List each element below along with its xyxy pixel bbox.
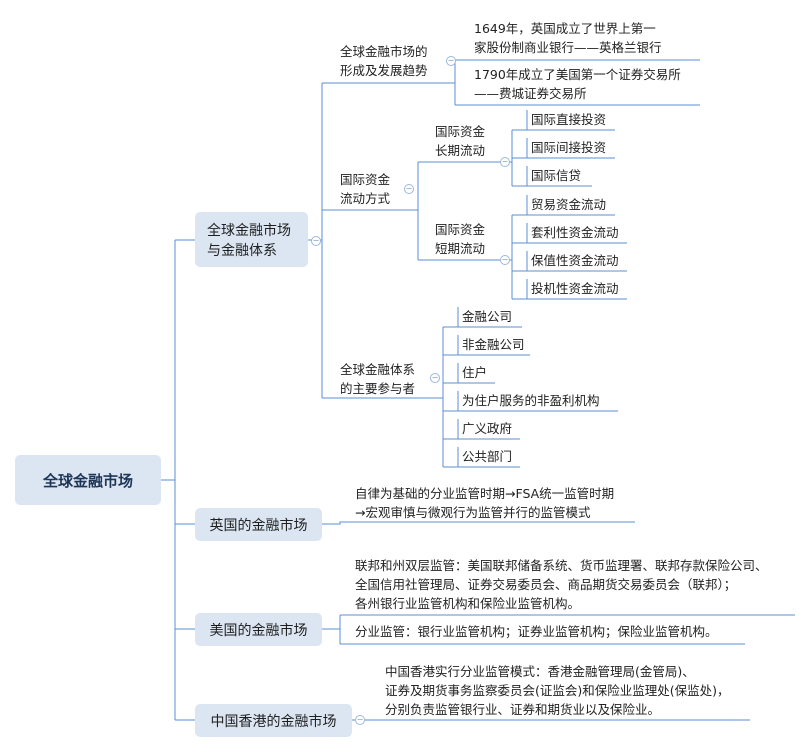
topic-line: →宏观审慎与微观行为监管并行的监管模式 <box>355 505 591 520</box>
topic-capital-flow[interactable]: 国际资金流动方式 <box>340 170 390 208</box>
topic-line: 证券及期货事务监察委员会(证监会)和保险业监理处(保监处)， <box>385 683 730 698</box>
collapse-icon[interactable]: − <box>430 373 440 383</box>
node-label: 中国香港的金融市场 <box>210 713 337 730</box>
root-node[interactable]: 全球金融市场 <box>15 455 161 505</box>
topic-us-dual[interactable]: 联邦和州双层监管：美国联邦储备系统、货币监理署、联邦存款保险公司、全国信用社管理… <box>355 556 768 613</box>
topic-line: 1790年成立了美国第一个证券交易所 <box>474 67 681 82</box>
collapse-icon[interactable]: − <box>500 157 510 167</box>
node-label: 与金融体系 <box>207 242 277 259</box>
leaf-item[interactable]: 国际间接投资 <box>531 140 607 155</box>
collapse-icon[interactable]: − <box>355 715 365 725</box>
topic-line: ——费城证券交易所 <box>474 86 587 101</box>
node-label: 英国的金融市场 <box>209 517 308 534</box>
collapse-icon[interactable]: − <box>446 56 456 66</box>
leaf-item[interactable]: 住户 <box>462 365 488 380</box>
topic-line: 形成及发展趋势 <box>340 63 428 78</box>
leaf-item[interactable]: 国际直接投资 <box>531 112 607 127</box>
topic-line: 长期流动 <box>435 143 486 158</box>
leaf-item[interactable]: 贸易资金流动 <box>531 197 607 212</box>
leaf-item[interactable]: 国际信贷 <box>531 168 582 183</box>
topic-line: 全球金融市场的 <box>340 44 428 59</box>
topic-line: 自律为基础的分业监管时期→FSA统一监管时期 <box>355 486 615 501</box>
leaf-item[interactable]: 投机性资金流动 <box>531 281 619 296</box>
leaf-item[interactable]: 为住户服务的非盈利机构 <box>462 393 600 408</box>
topic-hk-regulation[interactable]: 中国香港实行分业监管模式：香港金融管理局(金管局)、证券及期货事务监察委员会(证… <box>385 662 730 719</box>
topic-line: 分别负责监管银行业、证券和期货业以及保险业。 <box>385 702 661 717</box>
topic-long-term[interactable]: 国际资金长期流动 <box>435 122 485 160</box>
topic-line: 中国香港实行分业监管模式：香港金融管理局(金管局)、 <box>385 664 695 679</box>
topic-line: 联邦和州双层监管：美国联邦储备系统、货币监理署、联邦存款保险公司、 <box>355 558 768 573</box>
node-label: 全球金融市场 <box>207 222 291 239</box>
topic-1790[interactable]: 1790年成立了美国第一个证券交易所 ——费城证券交易所 <box>474 65 681 103</box>
topic-us-separate[interactable]: 分业监管：银行业监管机构；证券业监管机构；保险业监管机构。 <box>355 624 718 639</box>
topic-line: 的主要参与者 <box>340 381 416 396</box>
topic-participants[interactable]: 全球金融体系的主要参与者 <box>340 360 415 398</box>
topic-line: 全球金融体系 <box>340 362 416 377</box>
topic-line: 国际资金 <box>340 172 391 187</box>
leaf-item[interactable]: 广义政府 <box>462 421 513 436</box>
topic-line: 1649年，英国成立了世界上第一 <box>474 21 656 36</box>
topic-line: 国际资金 <box>435 222 486 237</box>
topic-line: 流动方式 <box>340 191 391 206</box>
collapse-icon[interactable]: − <box>311 236 321 246</box>
topic-line: 短期流动 <box>435 241 486 256</box>
root-label: 全球金融市场 <box>42 471 133 490</box>
leaf-item[interactable]: 金融公司 <box>462 309 513 324</box>
topic-1649[interactable]: 1649年，英国成立了世界上第一家股份制商业银行——英格兰银行 <box>474 19 662 57</box>
leaf-item[interactable]: 非金融公司 <box>462 337 525 352</box>
collapse-icon[interactable]: − <box>500 255 510 265</box>
topic-line: 各州银行业监管机构和保险业监管机构。 <box>355 596 581 611</box>
topic-line: 国际资金 <box>435 124 486 139</box>
node-global-system[interactable]: 全球金融市场 与金融体系 <box>195 212 308 267</box>
node-hk[interactable]: 中国香港的金融市场 <box>195 704 352 737</box>
topic-formation[interactable]: 全球金融市场的形成及发展趋势 <box>340 42 428 80</box>
leaf-item[interactable]: 套利性资金流动 <box>531 225 619 240</box>
leaf-item[interactable]: 保值性资金流动 <box>531 253 619 268</box>
topic-short-term[interactable]: 国际资金短期流动 <box>435 220 485 258</box>
node-uk[interactable]: 英国的金融市场 <box>195 508 322 541</box>
node-label: 美国的金融市场 <box>209 622 308 639</box>
collapse-icon[interactable]: − <box>404 184 414 194</box>
topic-line: 全国信用社管理局、证券交易委员会、商品期货交易委员会（联邦）； <box>355 577 737 592</box>
node-us[interactable]: 美国的金融市场 <box>195 613 322 646</box>
topic-line: 家股份制商业银行——英格兰银行 <box>474 40 662 55</box>
topic-uk-regulation[interactable]: 自律为基础的分业监管时期→FSA统一监管时期 →宏观审慎与微观行为监管并行的监管模… <box>355 484 614 522</box>
leaf-item[interactable]: 公共部门 <box>462 449 513 464</box>
